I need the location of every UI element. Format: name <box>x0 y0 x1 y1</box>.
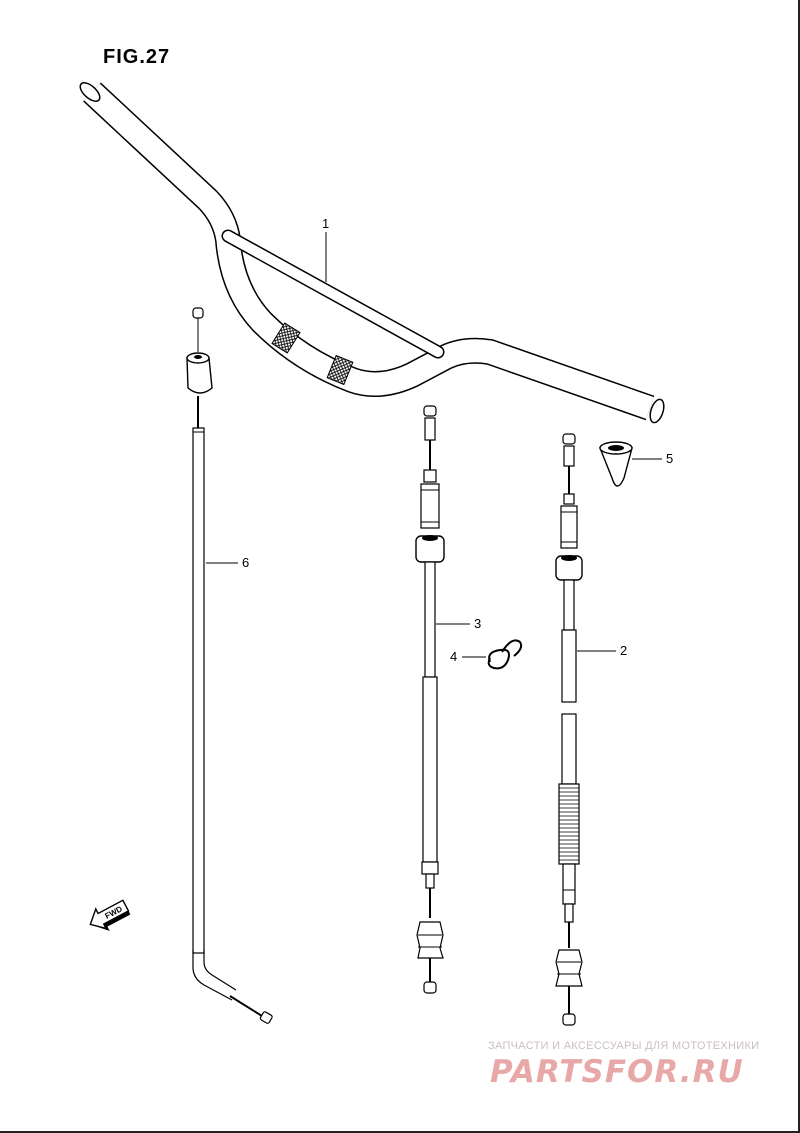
clutch-cable <box>555 433 583 1026</box>
handlebar <box>79 82 665 424</box>
callout-label-4: 4 <box>450 649 457 664</box>
watermark-logo: PARTSFOR.RU <box>490 1054 744 1090</box>
clamp-clip <box>487 639 523 670</box>
knurl-band-right <box>326 354 354 386</box>
callout-label-3: 3 <box>474 616 481 631</box>
callout-label-6: 6 <box>242 555 249 570</box>
callout-label-2: 2 <box>620 643 627 658</box>
fwd-arrow-icon: FWD <box>89 899 131 932</box>
knurl-band-left <box>271 322 301 354</box>
watermark-caption: ЗАПЧАСТИ И АКСЕССУАРЫ ДЛЯ МОТОТЕХНИКИ <box>488 1040 760 1052</box>
throttle-cable <box>415 405 445 994</box>
rubber-boot <box>598 441 633 487</box>
decompression-cable <box>186 307 273 1024</box>
callout-label-1: 1 <box>322 216 329 231</box>
figure-title: FIG.27 <box>103 46 171 68</box>
callout-label-5: 5 <box>666 451 673 466</box>
